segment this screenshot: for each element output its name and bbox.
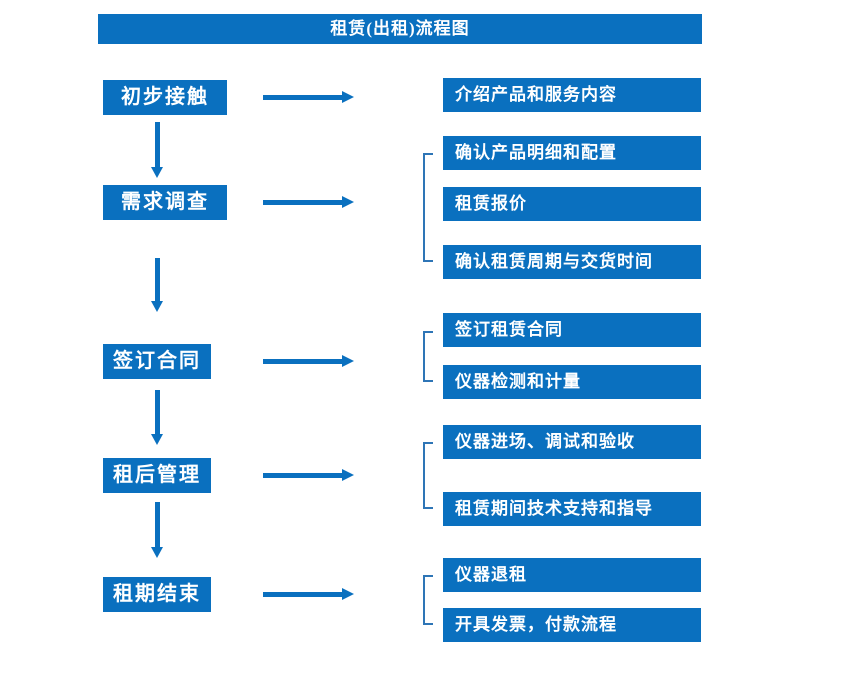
arrow-right-icon [263, 196, 354, 209]
step-box-rental-end: 租期结束 [103, 577, 211, 612]
step-box-sign-contract: 签订合同 [103, 344, 211, 379]
step-box-post-rental: 租后管理 [103, 458, 211, 493]
detail-box-instrument-return: 仪器退租 [443, 558, 701, 592]
group-bracket [423, 575, 433, 625]
step-box-demand-survey: 需求调查 [103, 185, 227, 220]
step-box-initial-contact: 初步接触 [103, 80, 227, 115]
detail-box-instrument-testing: 仪器检测和计量 [443, 365, 701, 399]
arrow-down-icon [151, 258, 164, 312]
detail-box-rental-quote: 租赁报价 [443, 187, 701, 221]
detail-box-confirm-product-spec: 确认产品明细和配置 [443, 136, 701, 170]
arrow-right-icon [263, 355, 354, 368]
arrow-down-icon [151, 502, 164, 558]
detail-box-sign-rental-contract: 签订租赁合同 [443, 313, 701, 347]
group-bracket [423, 331, 433, 382]
flowchart-title: 租赁(出租)流程图 [98, 14, 702, 44]
arrow-down-icon [151, 122, 164, 178]
detail-box-invoice-payment: 开具发票，付款流程 [443, 608, 701, 642]
arrow-right-icon [263, 588, 354, 601]
group-bracket [423, 442, 433, 509]
detail-box-introduce-products: 介绍产品和服务内容 [443, 78, 701, 112]
arrow-right-icon [263, 91, 354, 104]
detail-box-instrument-setup: 仪器进场、调试和验收 [443, 425, 701, 459]
detail-box-confirm-period: 确认租赁周期与交货时间 [443, 245, 701, 279]
group-bracket [423, 153, 433, 262]
arrow-down-icon [151, 390, 164, 445]
arrow-right-icon [263, 469, 354, 482]
detail-box-tech-support: 租赁期间技术支持和指导 [443, 492, 701, 526]
